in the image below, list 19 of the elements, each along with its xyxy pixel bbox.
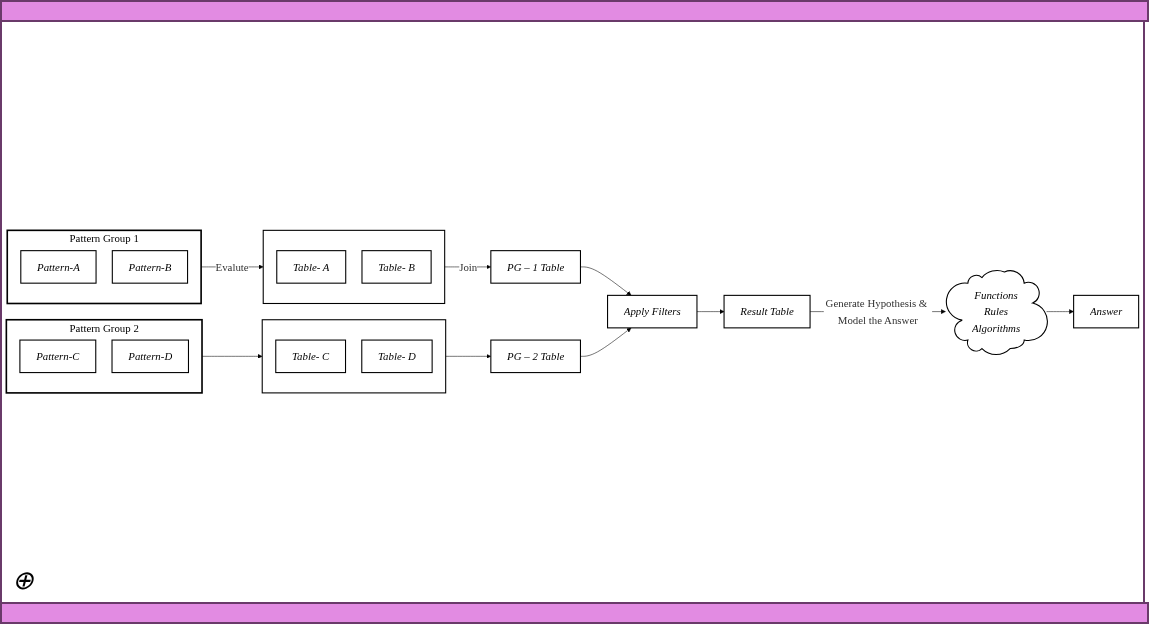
cluster <box>262 230 446 305</box>
node-box: Table- C <box>275 339 347 374</box>
node-box: Result Table <box>723 295 811 329</box>
node-box: Table- B <box>361 250 432 285</box>
node-box: Pattern-A <box>20 250 97 285</box>
node-box: Table- D <box>361 339 433 374</box>
node-box: PG – 1 Table <box>490 250 581 285</box>
edge-label: Generate Hypothesis & Model the Answer <box>825 297 928 327</box>
cluster <box>261 319 447 394</box>
edge-label: Evalute <box>215 261 249 274</box>
edge-label: Join <box>459 261 478 274</box>
node-box: Pattern-C <box>19 339 97 374</box>
node-box: Apply Filters <box>607 295 698 329</box>
circled-plus-symbol: ⊕ <box>12 566 34 595</box>
node-box: PG – 2 Table <box>490 339 581 374</box>
node-box: Answer <box>1073 295 1140 329</box>
node-box: Pattern-D <box>111 339 189 374</box>
node-box: Pattern-B <box>111 250 189 285</box>
node-box: Table- A <box>276 250 347 285</box>
